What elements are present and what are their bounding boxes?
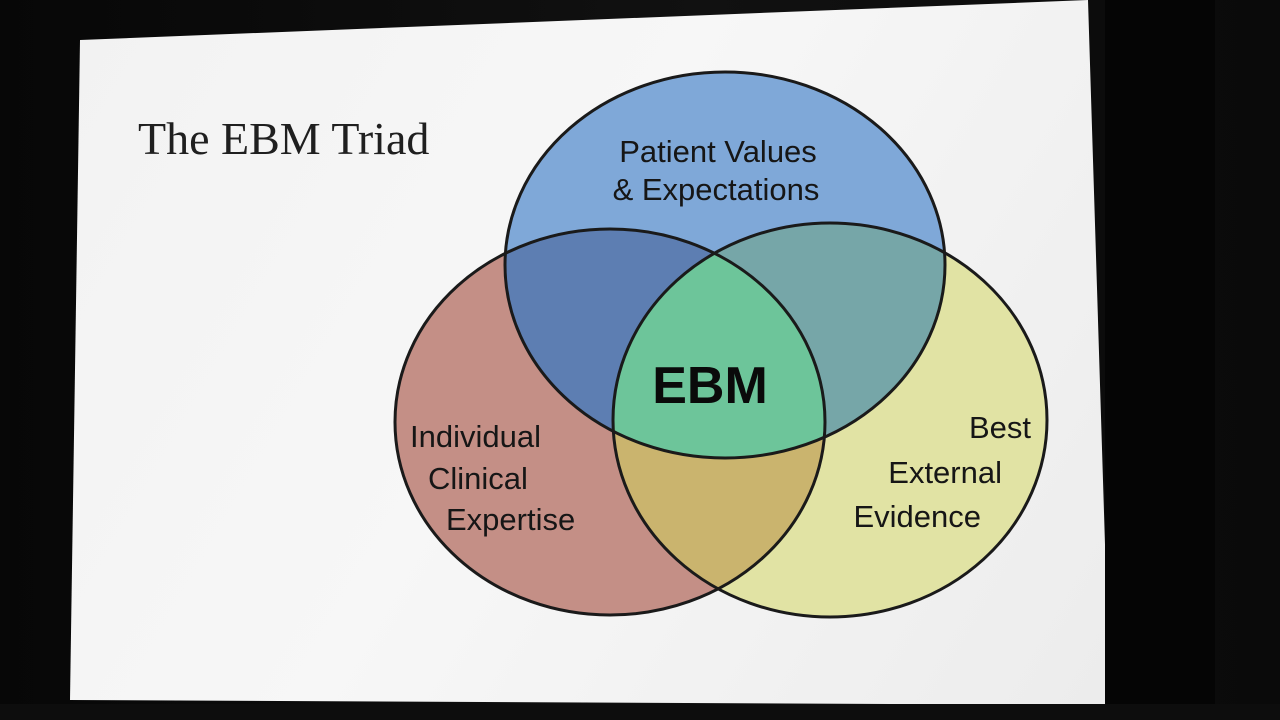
patient-label-line-2: & Expectations (613, 172, 820, 207)
circle-clinical-outline (393, 227, 827, 617)
clinical-label-line-2: Clinical (428, 461, 528, 496)
dark-edge-bottom (0, 704, 1280, 720)
overlap-center (613, 229, 825, 458)
clinical-label-line-1: Individual (410, 419, 541, 454)
clinical-label-line-3: Expertise (446, 502, 575, 537)
patient-label-line-1: Patient Values (619, 134, 817, 169)
slide-title: The EBM Triad (138, 113, 429, 164)
dark-edge-right (1105, 0, 1215, 720)
evidence-label-line-3: Evidence (853, 499, 981, 534)
circle-evidence-outline (611, 221, 1049, 619)
evidence-label-line-2: External (888, 455, 1002, 490)
center-ebm-label: EBM (652, 357, 768, 415)
evidence-label-line-1: Best (969, 410, 1031, 445)
circle-patient-outline (503, 70, 947, 460)
